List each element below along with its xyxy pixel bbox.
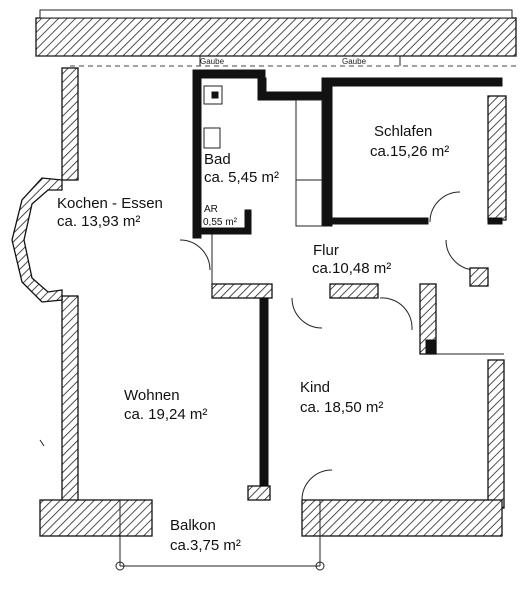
wohnen-kind-wall — [39, 297, 333, 501]
flur-walls — [179, 234, 489, 331]
room-ar-name: AR — [204, 204, 218, 215]
room-schlafen-name: Schlafen — [374, 123, 432, 140]
room-flur-area: ca.10,48 m² — [312, 260, 391, 277]
room-kochen-essen: Kochen - Essen ca. 13,93 m² — [57, 195, 163, 230]
bottom-exterior-wall — [39, 499, 503, 571]
room-balkon: Balkon ca.3,75 m² — [170, 517, 241, 554]
room-wohnen-area: ca. 19,24 m² — [124, 406, 207, 423]
room-balkon-name: Balkon — [170, 517, 216, 534]
schlafen-walls — [331, 191, 503, 225]
room-flur-name: Flur — [313, 242, 339, 259]
room-bad: Bad ca. 5,45 m² — [204, 151, 279, 186]
room-bad-name: Bad — [204, 151, 231, 168]
roof-right-label: Gaube — [342, 57, 367, 66]
room-ar-area: 0,55 m² — [203, 217, 238, 228]
room-flur: Flur ca.10,48 m² — [312, 242, 391, 277]
room-kind: Kind ca. 18,50 m² — [300, 379, 383, 416]
room-kochen-area: ca. 13,93 m² — [57, 213, 140, 230]
room-ar: AR 0,55 m² — [203, 204, 238, 228]
room-wohnen: Wohnen ca. 19,24 m² — [124, 387, 207, 423]
roof-left-label: Gaube — [200, 57, 225, 66]
bay-window — [11, 177, 63, 303]
room-schlafen: Schlafen ca.15,26 m² — [370, 123, 449, 160]
bathroom-walls — [192, 69, 503, 239]
roof-band: Gaube Gaube — [35, 9, 517, 67]
room-kind-area: ca. 18,50 m² — [300, 399, 383, 416]
left-exterior-wall — [61, 67, 79, 507]
room-kind-name: Kind — [300, 379, 330, 396]
room-schlafen-area: ca.15,26 m² — [370, 143, 449, 160]
room-kochen-name: Kochen - Essen — [57, 195, 163, 212]
room-wohnen-name: Wohnen — [124, 387, 180, 404]
room-bad-area: ca. 5,45 m² — [204, 169, 279, 186]
room-balkon-area: ca.3,75 m² — [170, 537, 241, 554]
